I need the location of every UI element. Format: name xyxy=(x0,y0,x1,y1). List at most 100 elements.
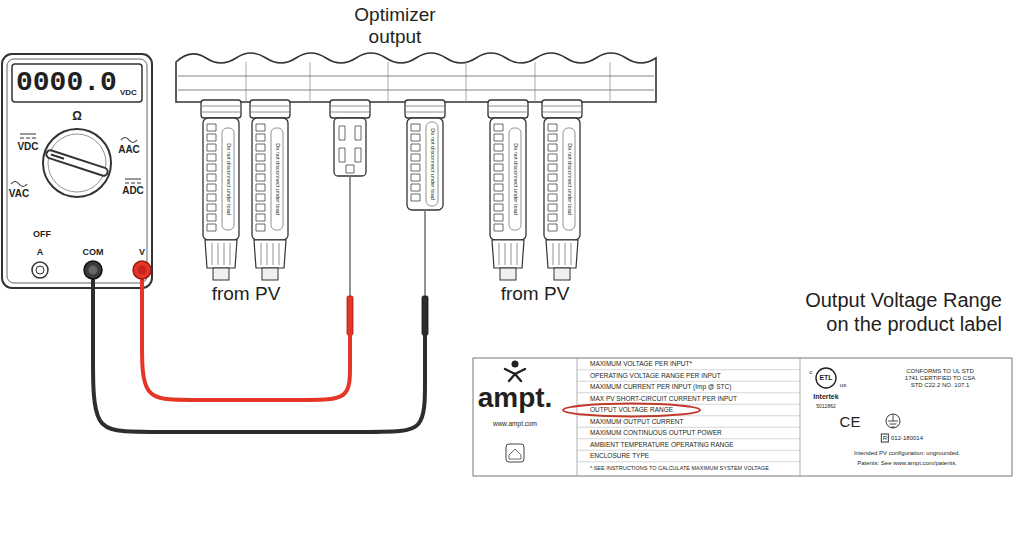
multimeter-body xyxy=(7,59,147,283)
mark-text: us xyxy=(840,382,846,389)
cable-connector xyxy=(542,100,582,280)
text-holder: OFF xyxy=(33,229,51,240)
jack-label: A xyxy=(37,247,44,258)
brand-logo: ampt. xyxy=(478,383,553,413)
test-probe xyxy=(347,296,353,335)
product-label-frame xyxy=(473,358,1012,476)
test-probe xyxy=(347,176,428,335)
text-holder: 0000.0 xyxy=(16,67,117,99)
text-holder: COM xyxy=(83,247,104,258)
text-holder: c xyxy=(810,369,813,376)
warning-text: Do not disconnect under load xyxy=(274,143,281,215)
ground-symbol xyxy=(886,414,900,428)
brand-icon xyxy=(512,361,519,368)
dial-label: AAC xyxy=(118,144,140,156)
rating-row: OPERATING VOLTAGE RANGE PER INPUT xyxy=(590,372,721,380)
text-holder: ADC xyxy=(122,185,144,197)
mode-symbol xyxy=(11,134,141,187)
text-holder: OUTPUT VOLTAGE RANGE xyxy=(590,406,673,414)
highlight-ellipse xyxy=(563,404,700,417)
dial-label: VAC xyxy=(9,188,29,200)
warning-text: Do not disconnect under load xyxy=(225,143,232,215)
text-holder: ETL xyxy=(819,374,832,382)
text-holder: Intended PV configuration: ungrounded. xyxy=(854,450,960,457)
dial-label: ADC xyxy=(122,185,144,197)
cable-connector xyxy=(201,100,582,280)
cable-label: from PV xyxy=(501,283,570,305)
rotary-dial xyxy=(51,155,64,159)
approval-icon xyxy=(506,444,524,462)
text-holder: Optimizer output xyxy=(335,4,455,48)
multimeter-body xyxy=(12,64,142,102)
warning-text: Do not disconnect under load xyxy=(512,143,519,215)
cable-connector xyxy=(201,100,241,280)
text-holder: ENCLOSURE TYPE xyxy=(590,452,649,460)
approval-icon xyxy=(509,449,521,459)
rotary-dial xyxy=(48,134,106,192)
mark-text: Intertek xyxy=(813,393,838,401)
multimeter-body xyxy=(2,54,152,288)
rating-row: AMBIENT TEMPERATURE OPERATING RANGE xyxy=(590,441,734,449)
rating-row: OUTPUT VOLTAGE RANGE xyxy=(590,406,673,414)
unit-label: VDC xyxy=(120,88,137,98)
mode-symbol xyxy=(11,182,27,187)
ground-symbol xyxy=(886,414,900,428)
text-holder: VDC xyxy=(17,141,38,153)
text-holder: MAXIMUM CURRENT PER INPUT (Imp @ STC) xyxy=(590,383,731,391)
brand-icon xyxy=(505,369,525,381)
optimizer-housing xyxy=(178,76,654,90)
text-holder: 5012862 xyxy=(816,403,835,409)
rotary-dial xyxy=(43,129,111,197)
cable-connector xyxy=(330,100,370,176)
text-holder: Output Voltage Range on the product labe… xyxy=(790,288,1002,336)
mark-text: R xyxy=(881,434,889,443)
text-holder: MAXIMUM VOLTAGE PER INPUT* xyxy=(590,360,692,368)
rotary-dial xyxy=(43,129,111,197)
test-lead xyxy=(93,288,425,432)
rotary-dial xyxy=(50,154,103,171)
input-jack xyxy=(32,262,48,278)
text-holder: R xyxy=(881,434,889,443)
brand-url: www.ampt.com xyxy=(493,420,537,428)
text-holder: us xyxy=(840,382,846,389)
ground-symbol xyxy=(888,415,898,427)
text-holder: CONFORMS TO UL STD 1741 CERTIFIED TO CSA… xyxy=(900,368,980,389)
test-probe xyxy=(424,210,426,298)
text-holder: MAXIMUM OUTPUT CURRENT xyxy=(590,418,683,426)
text-holder: AMBIENT TEMPERATURE OPERATING RANGE xyxy=(590,441,734,449)
text-holder: from PV xyxy=(212,283,281,305)
text-holder: VDC xyxy=(120,88,137,98)
text-holder: 012-180014 xyxy=(891,435,923,442)
test-probe xyxy=(349,176,351,298)
test-lead xyxy=(142,288,350,400)
dial-label: VDC xyxy=(17,141,38,153)
text-holder: MAXIMUM CONTINUOUS OUTPUT POWER xyxy=(590,429,722,437)
mark-number: 012-180014 xyxy=(891,435,923,442)
rating-row: MAXIMUM VOLTAGE PER INPUT* xyxy=(590,360,692,368)
mode-symbol xyxy=(125,179,141,183)
ce-mark: CE xyxy=(840,413,861,430)
product-label: Output Voltage Range on the product labe… xyxy=(473,288,1013,478)
text-holder: from PV xyxy=(501,283,570,305)
dial-label: OFF xyxy=(33,229,51,240)
callout-text: Output Voltage Range on the product labe… xyxy=(790,288,1002,336)
text-holder: Do not disconnect under load xyxy=(512,143,519,215)
text-holder: Intertek xyxy=(813,393,838,401)
jack-label: V xyxy=(139,247,145,258)
text-holder: Do not disconnect under load xyxy=(566,143,573,215)
text-holder: Do not disconnect under load xyxy=(225,143,232,215)
text-holder: A xyxy=(37,247,44,258)
text-holder: Ω xyxy=(72,109,82,123)
input-jack xyxy=(36,266,44,274)
warning-text: Do not disconnect under load xyxy=(566,143,573,215)
optimizer-housing xyxy=(176,53,656,102)
certification-text: CONFORMS TO UL STD 1741 CERTIFIED TO CSA… xyxy=(900,368,980,389)
display-reading: 0000.0 xyxy=(16,67,117,99)
mode-symbol xyxy=(121,138,137,143)
text-holder: MAX PV SHORT-CIRCUIT CURRENT PER INPUT xyxy=(590,395,737,403)
product-label-frame xyxy=(473,358,1012,476)
test-probe xyxy=(422,296,428,335)
label-note: Patents: See www.ampt.com/patents. xyxy=(857,460,957,467)
rating-row: ENCLOSURE TYPE xyxy=(590,452,649,460)
